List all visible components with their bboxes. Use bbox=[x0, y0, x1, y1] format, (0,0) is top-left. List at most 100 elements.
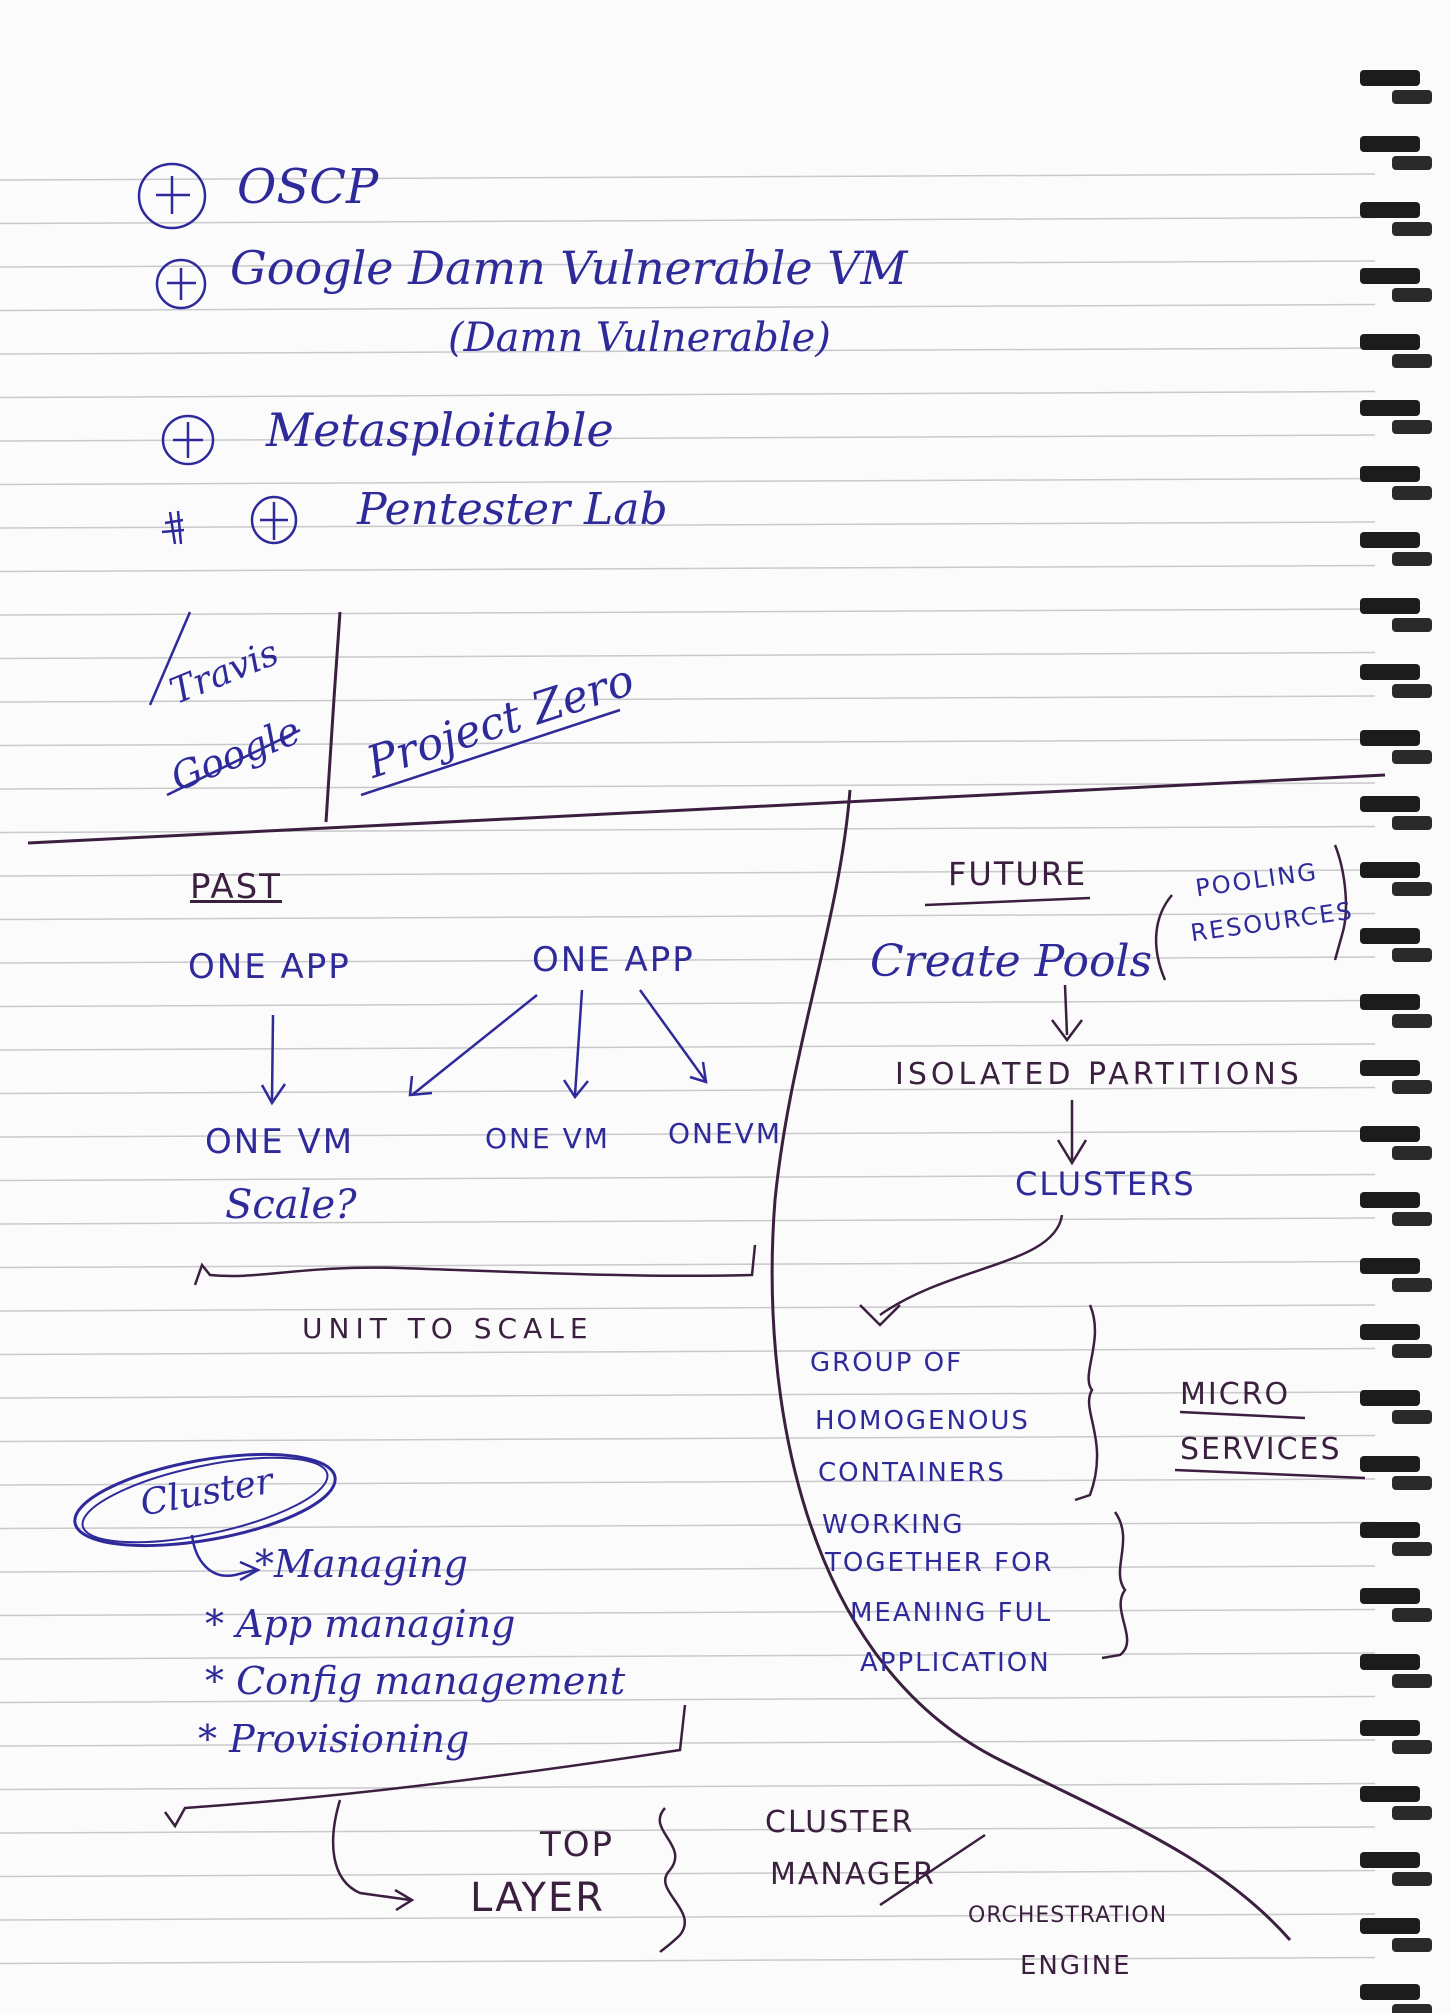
plus-circle-icons bbox=[137, 162, 298, 545]
ruled-line bbox=[0, 260, 1376, 268]
cluster-item-managing: *Managing bbox=[255, 1542, 468, 1586]
spiral-ring bbox=[1360, 70, 1420, 86]
ruled-line bbox=[0, 1826, 1376, 1834]
spiral-hole bbox=[1392, 1806, 1432, 1820]
spiral-ring bbox=[1360, 268, 1420, 284]
group-line7: APPLICATION bbox=[860, 1648, 1051, 1678]
spiral-hole bbox=[1392, 1212, 1432, 1226]
spiral-hole bbox=[1392, 1410, 1432, 1424]
spiral-hole bbox=[1392, 1146, 1432, 1160]
ruled-line bbox=[0, 738, 1376, 747]
cluster-manager-line2: MANAGER bbox=[770, 1857, 936, 1892]
spiral-ring bbox=[1360, 1654, 1420, 1670]
name-divider bbox=[324, 611, 342, 823]
spiral-ring bbox=[1360, 994, 1420, 1010]
ruled-line bbox=[0, 1173, 1376, 1182]
spiral-ring bbox=[1360, 928, 1420, 944]
spiral-hole bbox=[1392, 1014, 1432, 1028]
spiral-hole bbox=[1392, 1278, 1432, 1292]
cluster-item-config: * Config management bbox=[205, 1659, 626, 1703]
spiral-ring bbox=[1360, 202, 1420, 218]
micro-services-line2: SERVICES bbox=[1180, 1432, 1342, 1467]
one-app-right: ONE APP bbox=[532, 940, 695, 980]
ruled-line bbox=[0, 1391, 1376, 1399]
ruled-line bbox=[0, 825, 1376, 834]
google-dvvm-item: Google Damn Vulnerable VM bbox=[230, 241, 908, 295]
create-pools: Create Pools bbox=[870, 936, 1153, 987]
spiral-hole bbox=[1392, 948, 1432, 962]
ruled-line bbox=[0, 956, 1376, 964]
spiral-hole bbox=[1392, 1740, 1432, 1754]
ruled-line bbox=[0, 1695, 1376, 1704]
ruled-line bbox=[0, 173, 1376, 181]
ruled-line bbox=[0, 869, 1376, 877]
oscp-item: OSCP bbox=[237, 159, 379, 215]
ruled-line bbox=[0, 303, 1376, 312]
spiral-hole bbox=[1392, 420, 1432, 434]
spiral-ring bbox=[1360, 1918, 1420, 1934]
ruled-line bbox=[0, 1304, 1376, 1312]
spiral-hole bbox=[1392, 750, 1432, 764]
cluster-circle bbox=[73, 1452, 337, 1548]
spiral-hole bbox=[1392, 1080, 1432, 1094]
spiral-ring bbox=[1360, 862, 1420, 878]
spiral-ring bbox=[1360, 1786, 1420, 1802]
spiral-ring bbox=[1360, 1588, 1420, 1604]
cluster-item-app-managing: * App managing bbox=[205, 1602, 516, 1646]
pentester-lab-item: Pentester Lab bbox=[357, 484, 668, 535]
ruled-line bbox=[0, 1956, 1376, 1965]
top-layer-line2: LAYER bbox=[470, 1875, 605, 1921]
spiral-hole bbox=[1392, 1344, 1432, 1358]
spiral-ring bbox=[1360, 664, 1420, 680]
top-layer-brace bbox=[658, 1807, 687, 1953]
one-vm-mid: ONE VM bbox=[485, 1122, 610, 1155]
spiral-hole bbox=[1392, 90, 1432, 104]
spiral-ring bbox=[1360, 334, 1420, 350]
ruled-line bbox=[0, 477, 1376, 486]
ruled-line bbox=[0, 1260, 1376, 1269]
top-layer-line1: TOP bbox=[540, 1825, 615, 1865]
center-divider bbox=[770, 789, 1292, 1941]
spiral-hole bbox=[1392, 288, 1432, 302]
ruled-line bbox=[0, 782, 1376, 790]
spiral-ring bbox=[1360, 598, 1420, 614]
spiral-ring bbox=[1360, 1984, 1420, 2000]
ruled-line bbox=[0, 1652, 1376, 1660]
ruled-line bbox=[0, 1521, 1376, 1530]
one-app-left: ONE APP bbox=[188, 947, 351, 987]
group-line1: GROUP OF bbox=[810, 1348, 964, 1378]
spiral-ring bbox=[1360, 1390, 1420, 1406]
ruled-line bbox=[0, 434, 1376, 442]
spiral-hole bbox=[1392, 618, 1432, 632]
spiral-hole bbox=[1392, 1608, 1432, 1622]
spiral-ring bbox=[1360, 1258, 1420, 1274]
spiral-ring bbox=[1360, 1060, 1420, 1076]
spiral-hole bbox=[1392, 486, 1432, 500]
spiral-hole bbox=[1392, 882, 1432, 896]
spiral-ring bbox=[1360, 1852, 1420, 1868]
spiral-ring bbox=[1360, 532, 1420, 548]
micro-services-line1: MICRO bbox=[1180, 1377, 1291, 1412]
ruled-line bbox=[0, 695, 1376, 703]
cluster-item-provisioning: * Provisioning bbox=[198, 1717, 470, 1761]
spiral-hole bbox=[1392, 2004, 1432, 2013]
unit-to-scale: UNIT TO SCALE bbox=[302, 1312, 594, 1345]
ruled-line bbox=[0, 1434, 1376, 1443]
ruled-line bbox=[0, 651, 1376, 660]
past-heading: PAST bbox=[190, 867, 282, 907]
ruled-line bbox=[0, 390, 1376, 399]
ruled-line bbox=[0, 1869, 1376, 1878]
ruled-line bbox=[0, 1478, 1376, 1486]
clusters-label: CLUSTERS bbox=[1015, 1165, 1196, 1203]
spiral-hole bbox=[1392, 1674, 1432, 1688]
spiral-hole bbox=[1392, 156, 1432, 170]
ruled-line bbox=[0, 1217, 1376, 1225]
group-line3: CONTAINERS bbox=[818, 1458, 1006, 1488]
orchestration-line2: ENGINE bbox=[1020, 1951, 1132, 1981]
group-line6: MEANING FUL bbox=[850, 1598, 1053, 1628]
spiral-hole bbox=[1392, 552, 1432, 566]
one-vm-left: ONE VM bbox=[205, 1122, 355, 1162]
spiral-ring bbox=[1360, 1720, 1420, 1736]
spiral-hole bbox=[1392, 684, 1432, 698]
ruled-line bbox=[0, 347, 1376, 355]
